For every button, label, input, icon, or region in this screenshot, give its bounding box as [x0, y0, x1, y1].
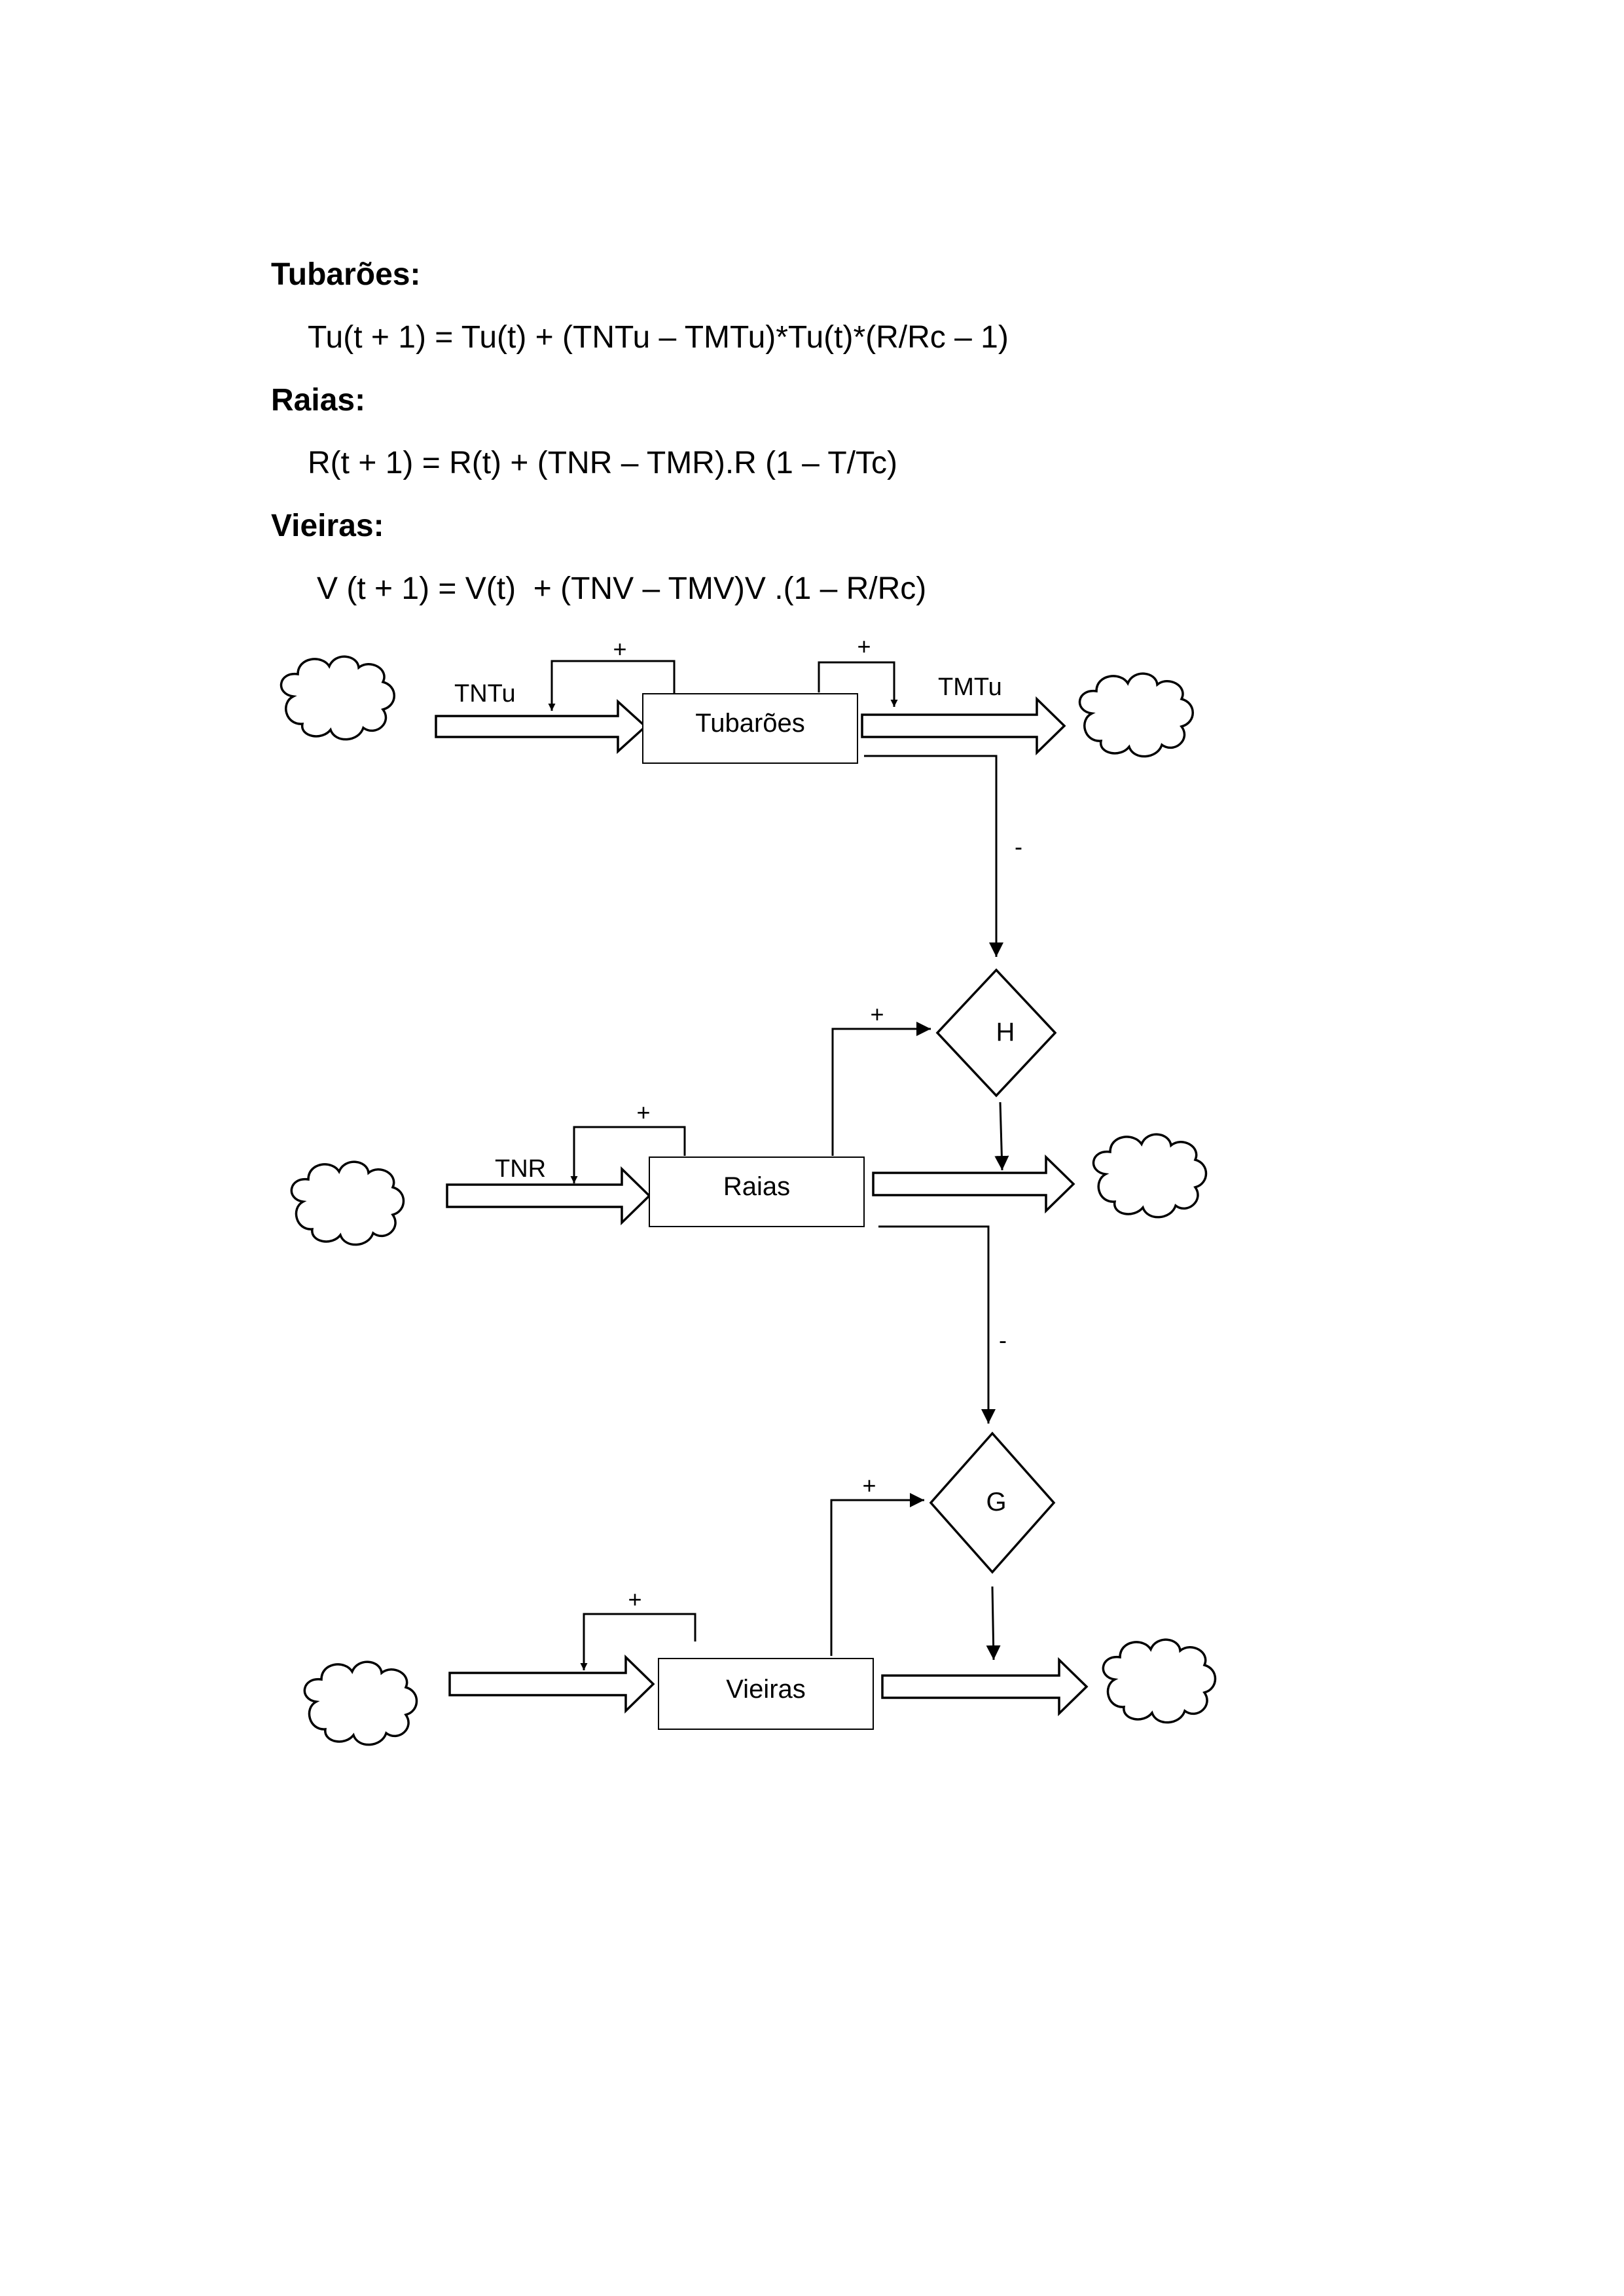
feedback-loop-tnr — [570, 1126, 686, 1183]
link-raias-to-g — [878, 1225, 996, 1424]
flow-arrow-inflow-vieiras — [448, 1654, 655, 1714]
stock-vieiras — [658, 1658, 874, 1730]
label-tntu: TNTu — [454, 680, 516, 708]
link-tubaroes-to-h — [864, 755, 1003, 957]
converter-h — [935, 968, 1057, 1098]
label-tmtu: TMTu — [938, 673, 1002, 701]
feedback-loop-inflow-vieiras — [580, 1613, 696, 1670]
label-stock-tubaroes: Tubarões — [695, 709, 805, 738]
label-converter-g: G — [986, 1488, 1006, 1516]
stock-raias — [649, 1157, 865, 1227]
sign-plus-vieiras: + — [628, 1586, 641, 1613]
sign-plus-tnr: + — [636, 1099, 650, 1126]
heading-tubaroes: Tubarões: — [271, 257, 421, 292]
sign-minus-g: - — [999, 1327, 1007, 1354]
label-stock-vieiras: Vieiras — [726, 1675, 806, 1704]
feedback-loop-tmtu — [818, 661, 898, 707]
stock-tubaroes — [642, 693, 858, 764]
flow-arrow-outflow-vieiras — [881, 1657, 1089, 1717]
label-tnr: TNR — [495, 1155, 546, 1183]
feedback-loop-tntu — [548, 660, 676, 711]
cloud-sink-tubaroes — [1078, 672, 1194, 758]
equation-vieiras: V (t + 1) = V(t) + (TNV – TMV)V .(1 – R/… — [317, 571, 927, 606]
flow-arrow-tmtu — [861, 696, 1066, 756]
sign-plus-tntu: + — [613, 636, 626, 662]
cloud-sink-vieiras — [1102, 1638, 1217, 1724]
converter-g — [929, 1431, 1056, 1574]
sign-plus-tmtu: + — [857, 633, 871, 660]
cloud-source-raias — [290, 1160, 405, 1246]
sign-minus-h: - — [1015, 833, 1022, 860]
sign-plus-h: + — [870, 1001, 884, 1028]
sign-plus-g: + — [862, 1472, 876, 1499]
cloud-source-vieiras — [303, 1660, 418, 1746]
flow-arrow-outflow-raias — [872, 1154, 1075, 1214]
link-h-to-outflow-raias — [994, 1102, 1009, 1171]
heading-raias: Raias: — [271, 383, 366, 418]
flow-arrow-tntu — [435, 699, 647, 754]
heading-vieiras: Vieiras: — [271, 509, 384, 543]
link-raias-to-h — [831, 1022, 931, 1156]
link-vieiras-to-g — [830, 1493, 924, 1656]
flow-arrow-tnr — [446, 1166, 651, 1226]
label-stock-raias: Raias — [723, 1172, 790, 1201]
equation-tubaroes: Tu(t + 1) = Tu(t) + (TNTu – TMTu)*Tu(t)*… — [308, 320, 1009, 355]
link-g-to-outflow-vieiras — [986, 1586, 1001, 1660]
equation-raias: R(t + 1) = R(t) + (TNR – TMR).R (1 – T/T… — [308, 446, 897, 480]
label-converter-h: H — [996, 1018, 1015, 1047]
cloud-source-tubaroes — [280, 655, 395, 741]
cloud-sink-raias — [1092, 1133, 1208, 1219]
